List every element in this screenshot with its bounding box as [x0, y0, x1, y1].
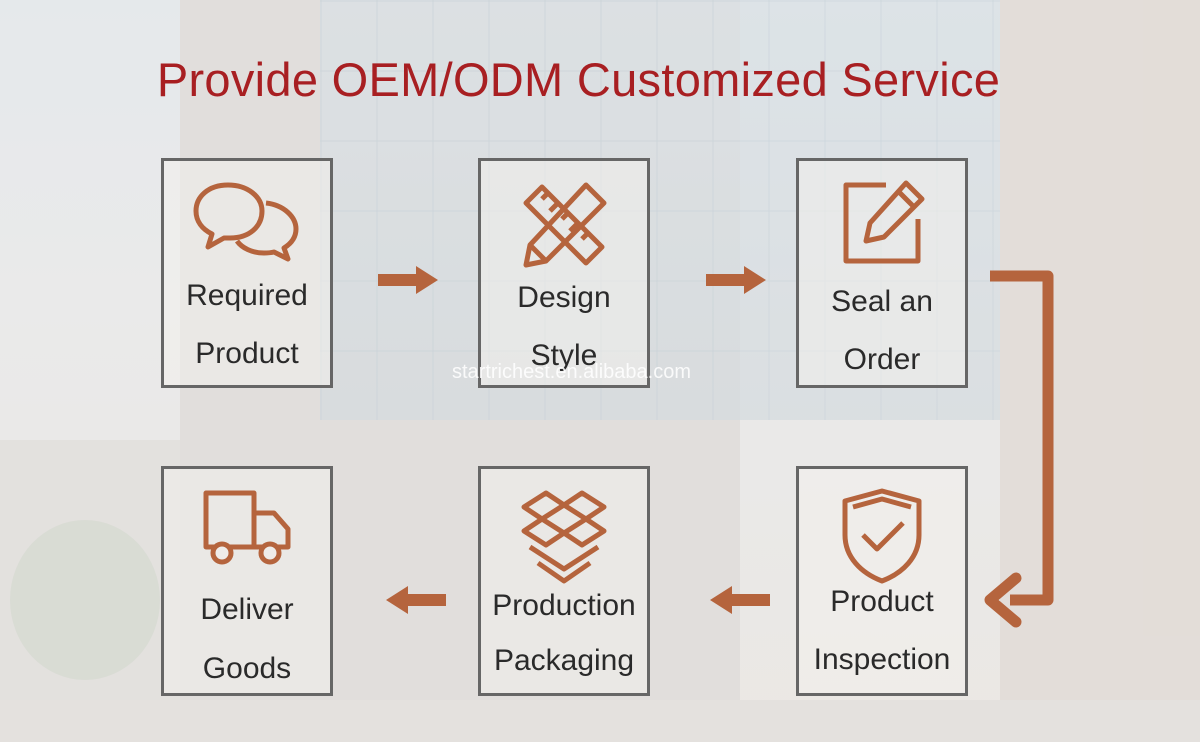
- step-label-line2: Goods: [164, 640, 330, 698]
- arrow-left-icon: [708, 584, 772, 616]
- step-product-inspection: Product Inspection: [796, 466, 968, 696]
- chat-bubbles-icon: [192, 177, 302, 269]
- step-label-line1: Deliver: [164, 581, 330, 639]
- step-design-style: Design Style: [478, 158, 650, 388]
- step-seal-an-order: Seal an Order: [796, 158, 968, 388]
- ruler-pencil-icon: [516, 177, 612, 273]
- step-label-line2: Order: [799, 331, 965, 389]
- arrow-right-icon: [704, 264, 768, 296]
- edit-note-icon: [836, 177, 928, 269]
- step-label-line2: Packaging: [481, 632, 647, 690]
- step-production-packaging: Production Packaging: [478, 466, 650, 696]
- step-label-line1: Design: [481, 269, 647, 327]
- step-required-product: Required Product: [161, 158, 333, 388]
- step-label-line2: Product: [164, 325, 330, 383]
- shield-check-icon: [839, 485, 925, 585]
- step-label-line2: Inspection: [799, 631, 965, 689]
- arrow-down-return-icon: [984, 270, 1064, 632]
- step-label-line1: Seal an: [799, 273, 965, 331]
- watermark: startrichest.en.alibaba.com: [452, 361, 691, 384]
- page-title: Provide OEM/ODM Customized Service: [0, 52, 1157, 107]
- step-label-line1: Required: [164, 267, 330, 325]
- arrow-right-icon: [376, 264, 440, 296]
- step-label-line1: Production: [481, 577, 647, 635]
- open-box-icon: [516, 485, 612, 589]
- delivery-truck-icon: [200, 485, 294, 569]
- arrow-left-icon: [384, 584, 448, 616]
- step-deliver-goods: Deliver Goods: [161, 466, 333, 696]
- step-label-line1: Product: [799, 573, 965, 631]
